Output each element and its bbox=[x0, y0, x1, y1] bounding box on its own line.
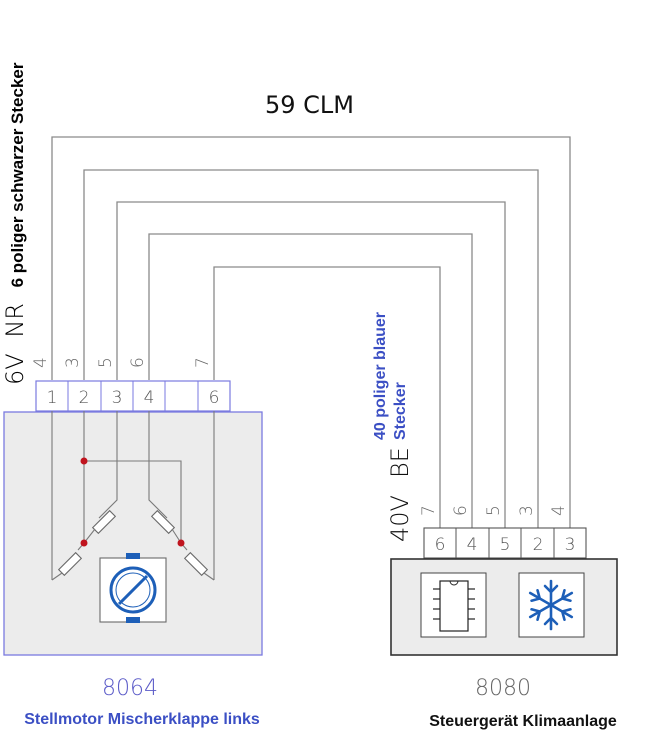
left-wire-number: 5 bbox=[96, 357, 116, 368]
wire-6-6 bbox=[148, 233, 473, 528]
junction-dot bbox=[80, 539, 88, 547]
left-connector-color-code: NR bbox=[1, 303, 29, 338]
resistor-icon bbox=[183, 551, 209, 577]
left-wire-number: 3 bbox=[63, 357, 83, 368]
resistor-icon bbox=[57, 551, 83, 577]
wire-7-7 bbox=[213, 266, 441, 528]
resistor-icon bbox=[91, 509, 117, 535]
right-connector: 6 4 5 2 3 bbox=[423, 527, 587, 559]
left-pin: 2 bbox=[79, 388, 90, 408]
right-wire-number: 5 bbox=[484, 505, 504, 516]
snowflake-icon bbox=[518, 572, 585, 638]
right-wire-numbers: 7 6 5 3 4 bbox=[419, 505, 569, 516]
right-component-name: Steuergerät Klimaanlage bbox=[429, 713, 617, 730]
wire-4-4 bbox=[51, 136, 571, 528]
harness-wires bbox=[51, 136, 571, 528]
right-pin: 3 bbox=[565, 535, 576, 555]
wire-5-5 bbox=[116, 201, 506, 528]
right-pin: 6 bbox=[435, 535, 446, 555]
left-component-code: 8064 bbox=[102, 676, 158, 701]
left-pin: 4 bbox=[144, 388, 155, 408]
right-connector-description-line1: 40 poliger blauer bbox=[372, 312, 389, 440]
right-wire-number: 6 bbox=[451, 505, 471, 516]
junction-dot bbox=[80, 457, 88, 465]
right-connector-label: 40 poliger blauer Stecker BE 40V bbox=[372, 312, 414, 542]
motor-icon bbox=[99, 553, 167, 623]
resistor-icon bbox=[150, 509, 176, 535]
right-pin: 5 bbox=[500, 535, 511, 555]
left-wire-number: 6 bbox=[128, 357, 148, 368]
right-connector-color-code: BE bbox=[386, 447, 414, 478]
right-connector-description-line2: Stecker bbox=[392, 382, 409, 440]
wire-3-3 bbox=[83, 169, 539, 528]
right-component-code: 8080 bbox=[475, 676, 531, 701]
left-pin: 6 bbox=[209, 388, 220, 408]
right-wire-number: 7 bbox=[419, 505, 439, 516]
junction-dot bbox=[177, 539, 185, 547]
left-pin: 3 bbox=[112, 388, 123, 408]
bus-label: 59 CLM bbox=[265, 91, 354, 119]
left-connector-description: 6 poliger schwarzer Stecker bbox=[8, 62, 27, 287]
left-connector-size: 6V bbox=[1, 353, 29, 385]
svg-text:6V NR 6 poliger sc: 6V NR 6 poliger schwarzer Stecker bbox=[1, 62, 29, 385]
left-connector-label: 6V NR 6 poliger schwarzer Stecker bbox=[1, 62, 29, 385]
left-connector: 1 2 3 4 6 bbox=[35, 380, 231, 412]
left-component-name: Stellmotor Mischerklappe links bbox=[24, 711, 260, 728]
left-wire-number: 4 bbox=[31, 357, 51, 368]
left-pin: 1 bbox=[47, 388, 58, 408]
right-pin: 2 bbox=[533, 535, 544, 555]
right-component-box bbox=[390, 558, 618, 656]
left-component-box bbox=[3, 411, 263, 656]
right-wire-number: 3 bbox=[517, 505, 537, 516]
left-wire-number: 7 bbox=[193, 357, 213, 368]
ic-chip-icon bbox=[420, 572, 487, 638]
right-pin: 4 bbox=[467, 535, 478, 555]
left-wire-numbers: 4 3 5 6 7 bbox=[31, 357, 213, 368]
right-wire-number: 4 bbox=[549, 505, 569, 516]
right-connector-size: 40V bbox=[386, 495, 414, 542]
